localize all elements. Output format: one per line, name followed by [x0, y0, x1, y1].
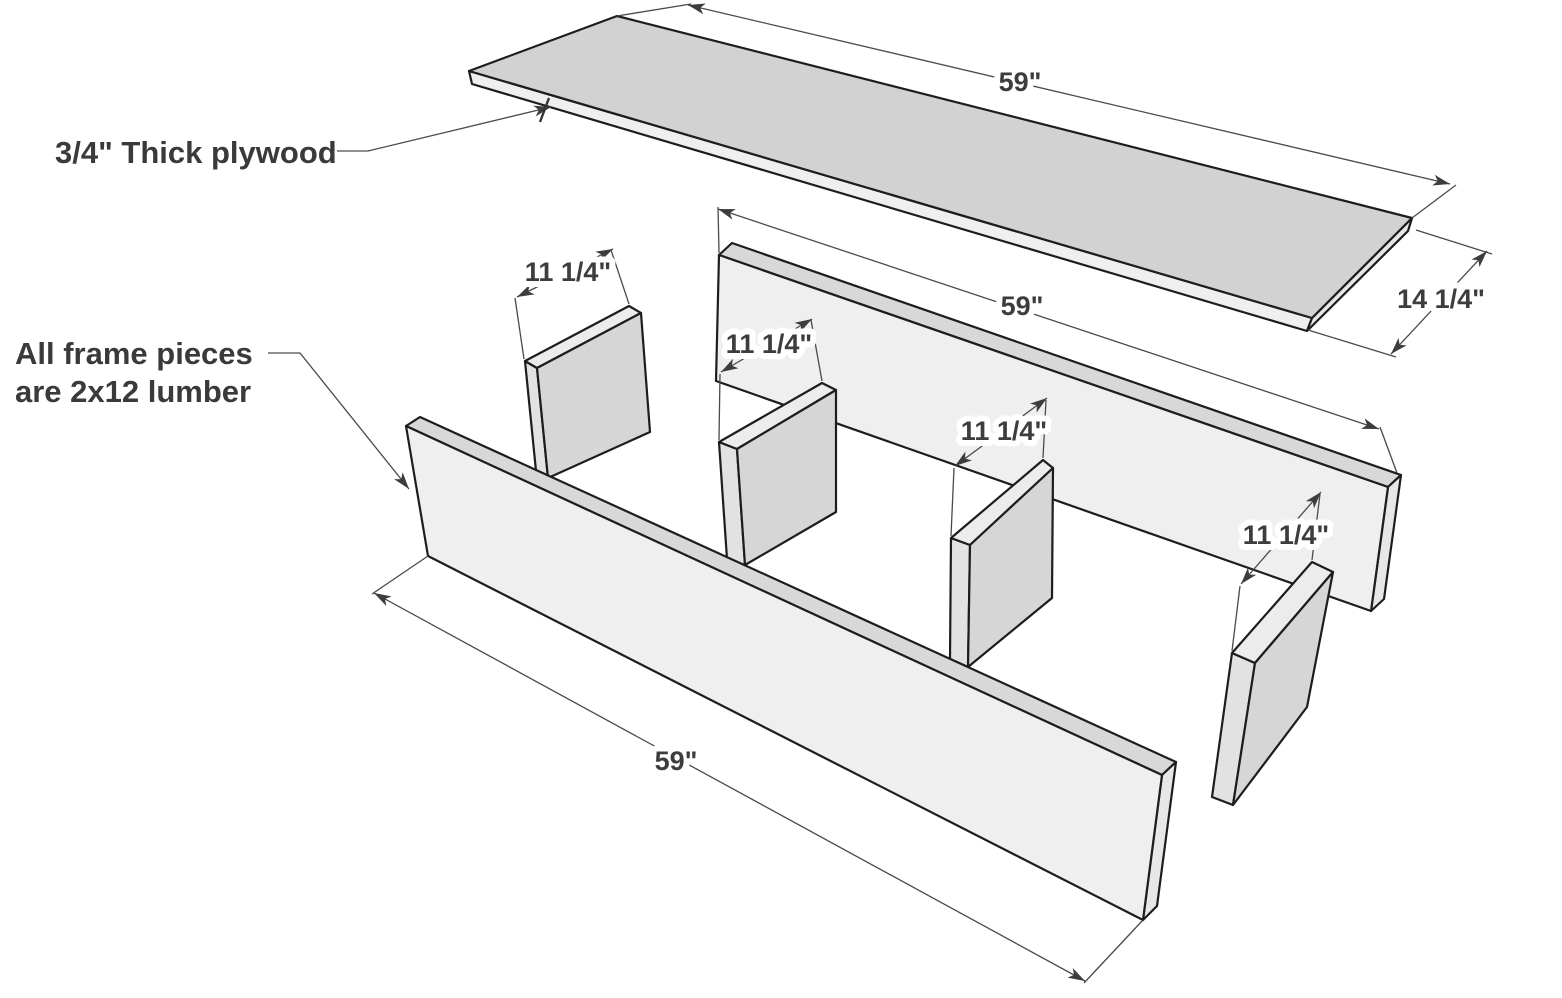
- dimension-line: [1390, 250, 1488, 355]
- dimension-line: [717, 208, 1380, 430]
- dim-label-front-board-length: 59": [655, 746, 698, 776]
- extension-line: [616, 3, 692, 17]
- dim-divider-1-depth: 11 1/4": [514, 248, 630, 360]
- dim-divider-4-depth: 11 1/4": [1231, 491, 1335, 652]
- dim-back-board-length: 59": [717, 206, 1398, 474]
- dim-label-divider-4-depth: 11 1/4": [1243, 520, 1329, 550]
- divider-2: [717, 381, 838, 567]
- divider-2-side-face: [735, 388, 838, 567]
- frame-note-leader-line: [268, 352, 410, 490]
- extension-line: [1231, 585, 1241, 652]
- divider-4-side-face: [1231, 570, 1335, 807]
- plywood-note-leader-line: [337, 105, 552, 152]
- extension-line: [950, 467, 955, 537]
- divider-1-side-face: [535, 311, 652, 480]
- extension-line: [1411, 184, 1457, 219]
- dimension-line: [720, 318, 813, 373]
- extension-line: [1415, 229, 1493, 255]
- dim-label-divider-2-depth: 11 1/4": [726, 329, 812, 359]
- extension-line: [514, 297, 525, 360]
- frame-note-label-line2: are 2x12 lumber: [15, 374, 251, 409]
- dim-label-divider-3-depth: 11 1/4": [961, 416, 1047, 446]
- extension-line: [371, 555, 429, 595]
- dimension-line: [954, 397, 1048, 467]
- dimension-line: [373, 592, 1086, 982]
- dimension-line: [516, 248, 614, 298]
- extension-line: [1083, 919, 1144, 984]
- frame-note-group: All frame pieces are 2x12 lumber: [15, 336, 410, 490]
- divider-1: [523, 304, 652, 480]
- dimension-line: [687, 3, 1451, 186]
- dim-plywood-length: 59": [616, 3, 1457, 219]
- extension-line: [1307, 329, 1397, 358]
- dim-label-divider-1-depth: 11 1/4": [525, 257, 611, 287]
- extension-line: [610, 249, 630, 305]
- extension-line: [810, 319, 823, 382]
- divider-3: [948, 458, 1055, 669]
- extension-line: [717, 206, 720, 254]
- divider-3-front-edge: [948, 536, 972, 669]
- dim-label-plywood-length: 59": [999, 67, 1042, 97]
- dim-label-plywood-depth: 14 1/4": [1397, 284, 1485, 314]
- plywood-note-group: 3/4" Thick plywood: [55, 97, 552, 170]
- dim-plywood-depth: 14 1/4": [1307, 229, 1493, 358]
- extension-line: [718, 373, 721, 441]
- dim-divider-2-depth: 11 1/4": [718, 318, 823, 441]
- plywood-note-tick: [538, 97, 551, 123]
- frame-note-label-line1: All frame pieces: [15, 336, 253, 371]
- extension-line: [1379, 426, 1398, 474]
- dimension-line: [1240, 491, 1322, 585]
- divider-4: [1210, 560, 1335, 807]
- plywood-note-label: 3/4" Thick plywood: [55, 135, 337, 170]
- dim-label-back-board-length: 59": [1001, 291, 1044, 321]
- dim-divider-3-depth: 11 1/4": [950, 397, 1053, 537]
- dim-front-board-length: 59": [371, 555, 1144, 984]
